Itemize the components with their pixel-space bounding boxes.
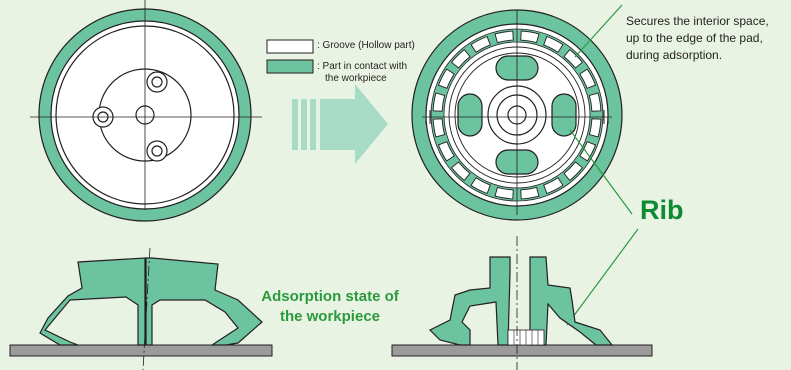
legend-contact-label-line1: : Part in contact with [317, 61, 408, 72]
groove-slot [432, 118, 446, 138]
groove-slot [450, 48, 471, 69]
groove-slot [450, 161, 471, 182]
groove-slot [494, 186, 514, 200]
groove-slot [543, 177, 564, 195]
rib-label: Rib [640, 195, 684, 225]
contact-swatch [266, 59, 314, 74]
groove-slot [579, 141, 597, 162]
annotation-line3: during adsorption. [626, 48, 723, 62]
ribbed-pad-side-view [391, 236, 653, 370]
groove-slot [520, 30, 540, 44]
groove-slot [563, 48, 584, 69]
annotation-line1: Secures the interior space, [626, 14, 769, 28]
rib-leader-bottom [566, 228, 639, 326]
annotation-leader [574, 4, 623, 58]
groove-swatch [266, 39, 314, 54]
ribbed-pad-top-view [411, 9, 623, 221]
groove-slot [579, 68, 597, 89]
groove-slot [470, 35, 491, 53]
rib-leader-top [569, 129, 633, 215]
adsorption-state-line1: Adsorption state of [261, 288, 399, 305]
conventional-pad-side-view [9, 247, 273, 370]
groove-slot [563, 161, 584, 182]
legend-groove-label: : Groove (Hollow part) [317, 40, 415, 51]
transition-arrow [292, 84, 388, 164]
groove-slot [588, 118, 602, 138]
groove-slot [494, 30, 514, 44]
conventional-pad-top-view [30, 0, 262, 222]
adsorption-state-line2: the workpiece [279, 308, 381, 325]
annotation-line2: up to the edge of the pad, [626, 31, 763, 45]
groove-slot [437, 141, 455, 162]
groove-slot [588, 92, 602, 112]
groove-slot [543, 35, 564, 53]
groove-slot [470, 177, 491, 195]
groove-slot [520, 186, 540, 200]
groove-slot [437, 68, 455, 89]
legend-contact-label-line2: the workpiece [325, 73, 387, 84]
groove-slot [432, 92, 446, 112]
